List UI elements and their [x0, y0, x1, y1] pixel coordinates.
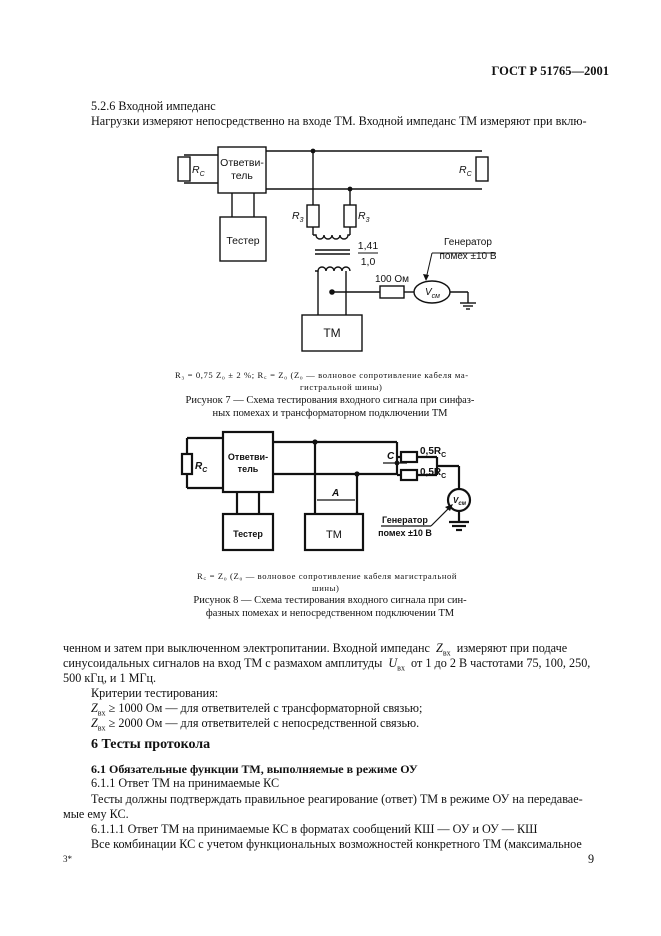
criteria-heading: Критерии тестирования:: [91, 686, 219, 700]
svg-text:тель: тель: [231, 170, 253, 182]
paragraph-line: 500 кГц, и 1 МГц.: [63, 671, 157, 685]
figure-8-note: R꜀ = Z₀ (Z₀ — волновое сопротивление каб…: [197, 571, 458, 581]
resistor-100-ohm: [379, 285, 405, 299]
tm-box: [303, 512, 365, 552]
tester-label: Тестер: [226, 235, 259, 247]
paragraph-line: ченном и затем при выключенном электропи…: [63, 641, 568, 658]
tm-label: ТМ: [323, 326, 340, 340]
svg-text:1,0: 1,0: [361, 256, 376, 268]
tm-label: ТМ: [326, 529, 342, 541]
figure-7-caption: Рисунок 7 — Схема тестирования входного …: [185, 395, 475, 419]
r3-right-resistor: [343, 204, 357, 228]
tester-label: Тестер: [233, 529, 263, 539]
paragraph-line: мые ему КС.: [63, 807, 129, 821]
r3-left-resistor: [306, 204, 320, 228]
figure-7-note: гистральной шины): [300, 382, 383, 392]
rc-right-resistor: [475, 156, 489, 182]
figure-8-circuit: RC Ответви- тель C 0,5RC 0,5RC A Vсм Тес…: [180, 430, 472, 552]
rc-resistor: [180, 452, 194, 476]
footer-mark: 3*: [63, 854, 72, 864]
coupler-box: [217, 146, 267, 194]
section-heading: 6 Тесты протокола: [91, 737, 211, 752]
criterion-item: Zвх ≥ 1000 Ом — для ответвителей с транс…: [91, 701, 423, 718]
svg-text:0,5RC: 0,5RC: [420, 446, 446, 459]
coupler-box: [221, 430, 275, 494]
svg-text:Ответви-: Ответви-: [228, 452, 268, 462]
svg-text:R3: R3: [292, 210, 304, 224]
subsection-heading: 6.1.1.1 Ответ ТМ на принимаемые КС в фор…: [91, 822, 538, 836]
paragraph-line: Все комбинации КС с учетом функциональны…: [91, 837, 582, 851]
section-title: 5.2.6 Входной импеданс: [91, 99, 216, 113]
paragraph-line: синусоидальных сигналов на вход ТМ с раз…: [63, 656, 591, 673]
svg-text:RC: RC: [192, 164, 206, 178]
paragraph-line: Нагрузки измеряют непосредственно на вхо…: [91, 114, 587, 128]
svg-text:тель: тель: [238, 464, 259, 474]
svg-text:Генератор: Генератор: [382, 515, 428, 525]
svg-text:RC: RC: [459, 164, 473, 178]
subsection-heading: 6.1 Обязательные функции ТМ, выполняемые…: [91, 762, 418, 776]
svg-text:RC: RC: [195, 461, 208, 474]
svg-text:помех ±10 В: помех ±10 В: [378, 528, 432, 538]
svg-text:Генератор: Генератор: [444, 237, 492, 248]
rc-left-resistor: [177, 156, 191, 182]
svg-text:0,5RC: 0,5RC: [420, 467, 446, 480]
figure-8-caption: Рисунок 8 — Схема тестирования входного …: [193, 595, 467, 619]
tester-box: [221, 512, 275, 552]
figure-8-note: шины): [312, 583, 340, 593]
tester-box: [219, 216, 267, 262]
svg-text:1,41: 1,41: [358, 240, 379, 252]
svg-text:A: A: [331, 488, 339, 499]
coupler-label: Ответви-: [220, 157, 264, 169]
half-rc-resistor-2: [399, 468, 419, 482]
document-id: ГОСТ Р 51765—2001: [491, 64, 609, 78]
svg-text:Vсм: Vсм: [425, 287, 440, 300]
figure-7-note: R₃ = 0,75 Z₀ ± 2 %; R꜀ = Z₀ (Z₀ — волнов…: [175, 370, 469, 380]
svg-text:100 Ом: 100 Ом: [375, 274, 409, 285]
figure-7-circuit: RC Ответви- тель RC Тестер R3 R3 1,41 1,…: [177, 146, 497, 352]
criterion-item: Zвх ≥ 2000 Ом — для ответвителей с непос…: [91, 716, 420, 733]
svg-text:R3: R3: [358, 210, 370, 224]
subsection-heading: 6.1.1 Ответ ТМ на принимаемые КС: [91, 776, 280, 790]
half-rc-resistor-1: [399, 450, 419, 464]
tm-box: [301, 314, 363, 352]
svg-text:C: C: [387, 451, 395, 462]
paragraph-line: Тесты должны подтверждать правильное реа…: [91, 792, 583, 806]
page-number: 9: [588, 852, 595, 866]
svg-text:помех ±10 В: помех ±10 В: [439, 251, 496, 262]
svg-text:Vсм: Vсм: [453, 496, 467, 507]
